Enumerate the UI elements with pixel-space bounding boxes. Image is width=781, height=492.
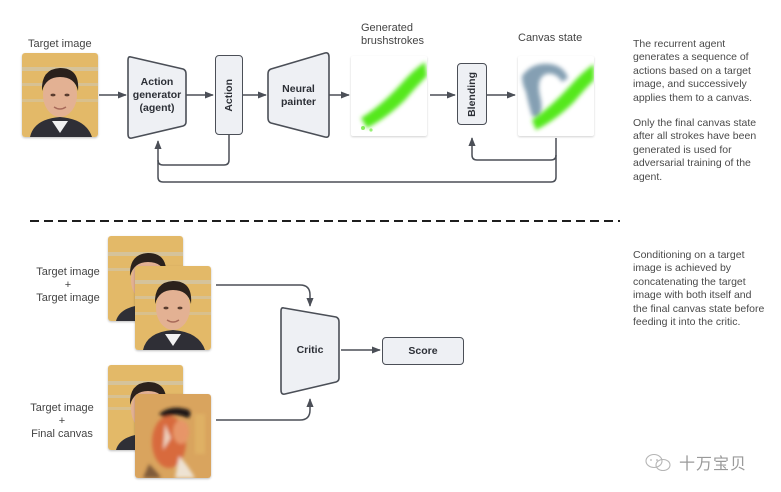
- description-paragraph: The recurrent agent generates a sequence…: [633, 38, 753, 104]
- neural-painter-node: Neural painter: [268, 83, 329, 109]
- pair1-caption-line: +: [64, 279, 72, 291]
- face-photo-icon: [135, 266, 211, 350]
- score-label: Score: [408, 344, 438, 357]
- canvas-state-image: [518, 56, 594, 136]
- action-generator-label-line: Action: [140, 76, 174, 88]
- painted-canvas-icon: [135, 394, 211, 478]
- green-stroke-icon: [361, 62, 427, 132]
- pair2-caption-line: +: [58, 415, 66, 427]
- action-node: Action: [215, 55, 243, 135]
- pair1-caption: Target image + Target image: [28, 266, 108, 305]
- pair2-final-canvas-image: [135, 394, 211, 478]
- neural-painter-label-line: Neural: [282, 83, 315, 95]
- critic-shape: [280, 307, 340, 395]
- score-node: Score: [382, 337, 464, 365]
- loop-action-to-generator: [154, 135, 230, 166]
- description-paragraph: Only the final canvas state after all st…: [633, 117, 757, 183]
- arrow-pair2-to-critic: [216, 398, 314, 421]
- generated-brushstrokes-image: [351, 56, 427, 136]
- pair2-caption-line: Final canvas: [31, 428, 93, 440]
- action-label: Action: [222, 78, 235, 112]
- wechat-icon: [645, 453, 671, 472]
- blending-node: Blending: [457, 63, 487, 125]
- canvas-state-caption: Canvas state: [518, 32, 583, 44]
- target-image-caption: Target image: [28, 38, 92, 50]
- loop-canvas-to-generator: [157, 155, 557, 183]
- canvas-strokes-icon: [522, 63, 594, 130]
- neural-painter-label-line: painter: [280, 96, 316, 108]
- brushstrokes-caption-line: brushstrokes: [361, 35, 424, 47]
- brushstrokes-caption-line: Generated: [361, 22, 413, 34]
- brushstrokes-caption: Generated brushstrokes: [361, 22, 424, 48]
- critic-node: Critic: [281, 344, 339, 357]
- watermark-text: 十万宝贝: [679, 454, 748, 473]
- pair2-caption-line: Target image: [30, 402, 94, 414]
- bottom-description: Conditioning on a target image is achiev…: [633, 249, 765, 329]
- critic-label: Critic: [296, 344, 324, 356]
- action-generator-node: Action generator (agent): [128, 76, 186, 115]
- pair1-caption-line: Target image: [36, 266, 100, 278]
- action-generator-label-line: generator: [132, 89, 182, 101]
- action-generator-label-line: (agent): [139, 102, 175, 114]
- neural-painter-shape: [267, 52, 330, 138]
- loop-canvas-to-blending: [468, 137, 557, 161]
- face-photo-icon: [22, 53, 98, 137]
- pair1-caption-line: Target image: [36, 292, 100, 304]
- target-image: [22, 53, 98, 137]
- watermark: 十万宝贝: [643, 450, 747, 474]
- action-generator-shape: [127, 56, 187, 139]
- arrow-pair1-to-critic: [216, 284, 314, 307]
- top-description: The recurrent agent generates a sequence…: [633, 38, 773, 196]
- pair2-caption: Target image + Final canvas: [22, 402, 102, 441]
- blending-label: Blending: [465, 71, 478, 117]
- pair1-target-image-front: [135, 266, 211, 350]
